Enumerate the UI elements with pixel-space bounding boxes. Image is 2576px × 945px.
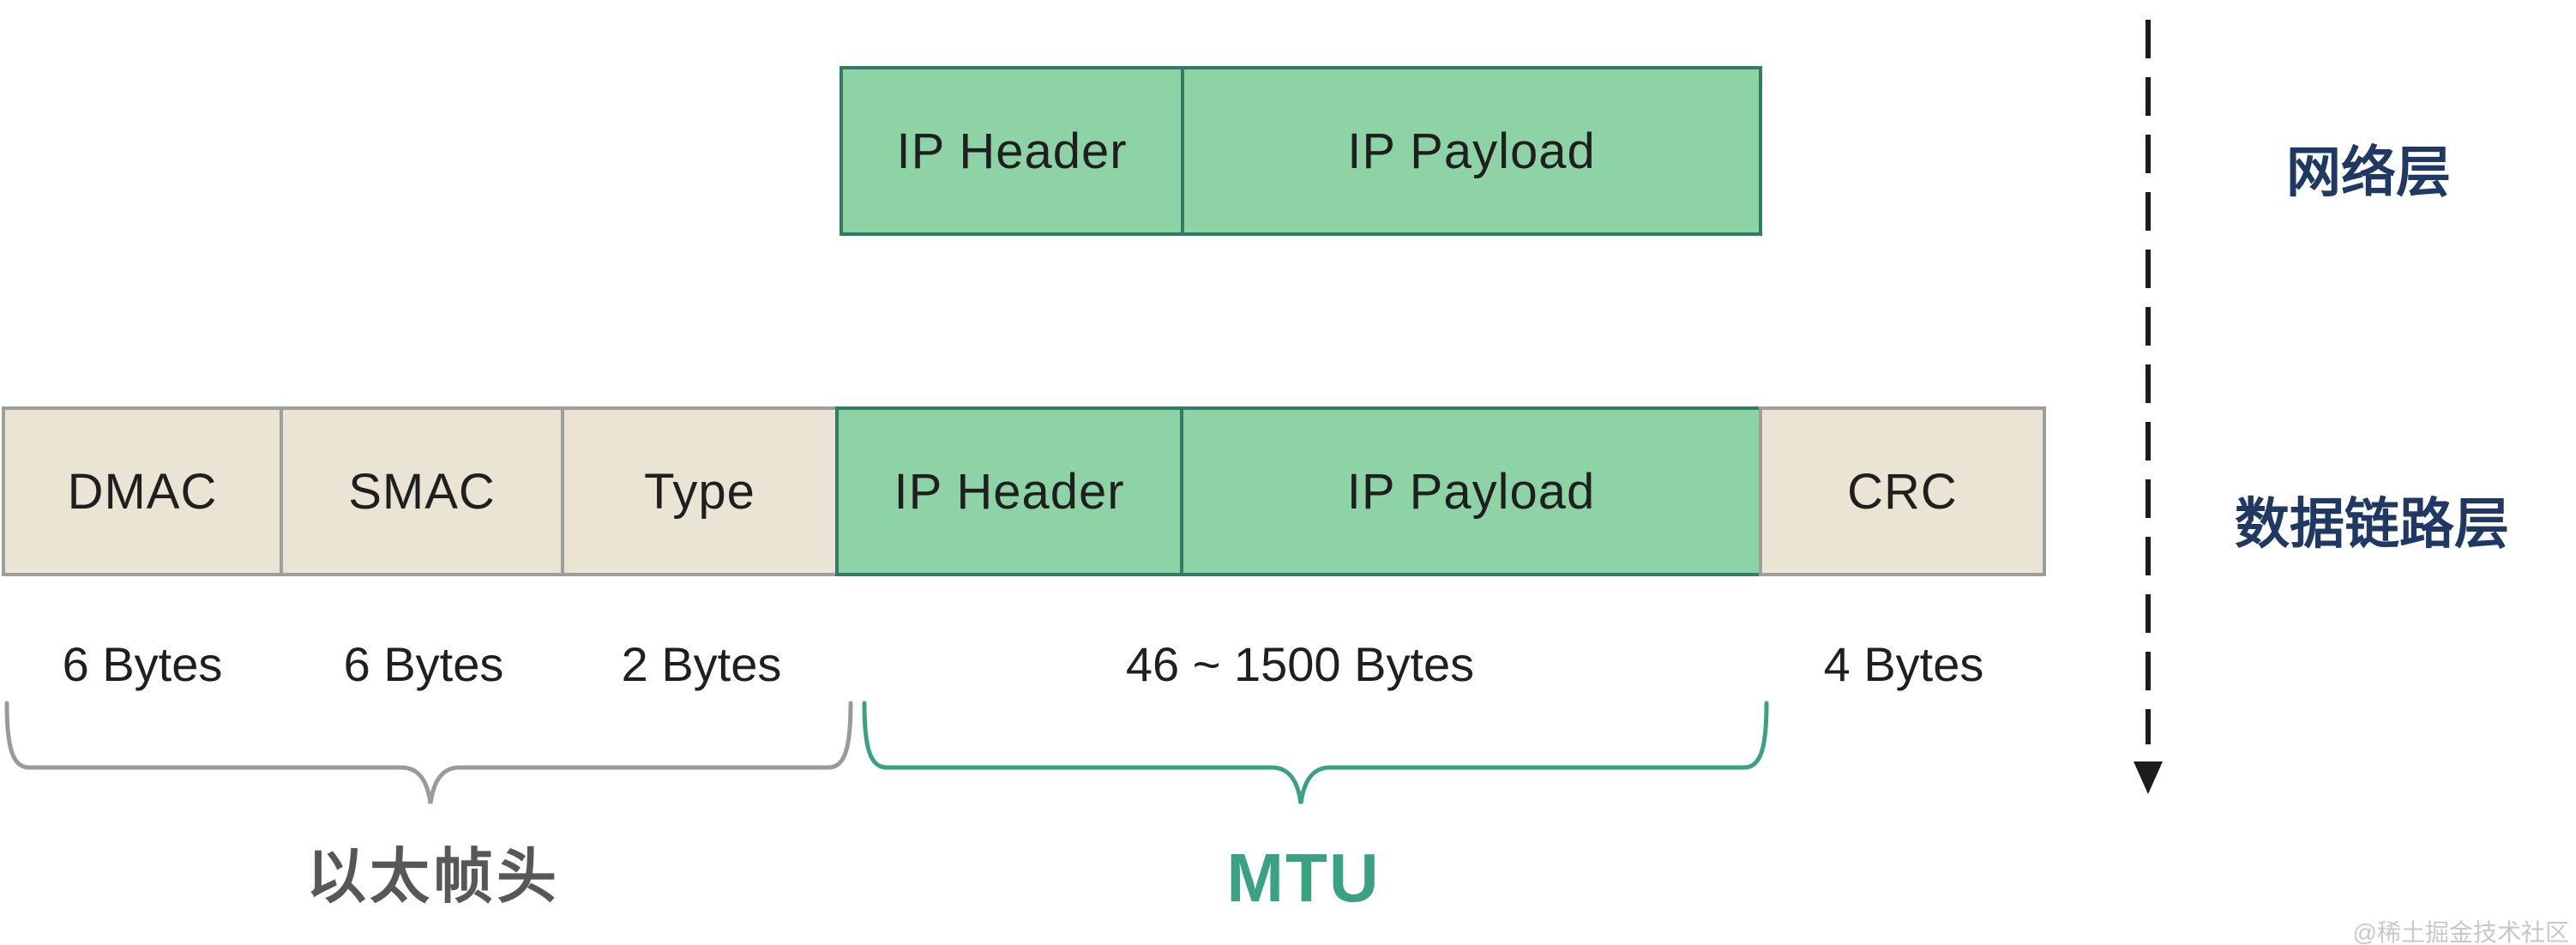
cell-label: SMAC <box>348 463 496 520</box>
frame-cell-crc: CRC <box>1759 406 2046 576</box>
frame-cell-smac: SMAC <box>280 406 564 576</box>
cell-label: IP Header <box>894 463 1125 520</box>
cell-label: IP Header <box>896 123 1128 179</box>
mtu-brace <box>862 701 1769 804</box>
cell-label: DMAC <box>67 463 218 520</box>
network-layer-packet: IP Header IP Payload <box>840 66 1762 236</box>
size-label-crc: 4 Bytes <box>1823 637 1984 691</box>
ethernet-header-brace <box>4 701 853 804</box>
size-label-type: 2 Bytes <box>621 637 782 691</box>
size-label-dmac: 6 Bytes <box>62 637 223 691</box>
arrow-down-icon <box>2134 761 2163 794</box>
frame-cell-ip-payload: IP Payload <box>1180 406 1762 576</box>
data-link-layer-label: 数据链路层 <box>2235 493 2509 555</box>
cell-label: CRC <box>1847 463 1958 520</box>
frame-cell-dmac: DMAC <box>2 406 283 576</box>
ip-header-cell-top: IP Header <box>840 66 1184 236</box>
ethernet-frame-row: DMAC SMAC Type IP Header IP Payload CRC <box>2 406 2046 576</box>
ethernet-header-label: 以太帧头 <box>306 843 560 910</box>
frame-cell-ip-header: IP Header <box>835 406 1183 576</box>
ip-payload-cell-top: IP Payload <box>1181 66 1762 236</box>
cell-label: IP Payload <box>1346 463 1596 520</box>
cell-label: Type <box>644 463 755 520</box>
braces-graphic <box>4 701 1769 804</box>
size-label-payload: 46 ~ 1500 Bytes <box>1125 637 1475 691</box>
network-layer-label: 网络层 <box>2286 141 2451 203</box>
frame-cell-type: Type <box>561 406 839 576</box>
watermark: @稀土掘金技术社区 <box>2352 919 2569 945</box>
size-label-smac: 6 Bytes <box>343 637 504 691</box>
layer-divider-dashed-line <box>2146 20 2151 744</box>
mtu-label: MTU <box>1226 840 1381 916</box>
cell-label: IP Payload <box>1347 123 1596 179</box>
